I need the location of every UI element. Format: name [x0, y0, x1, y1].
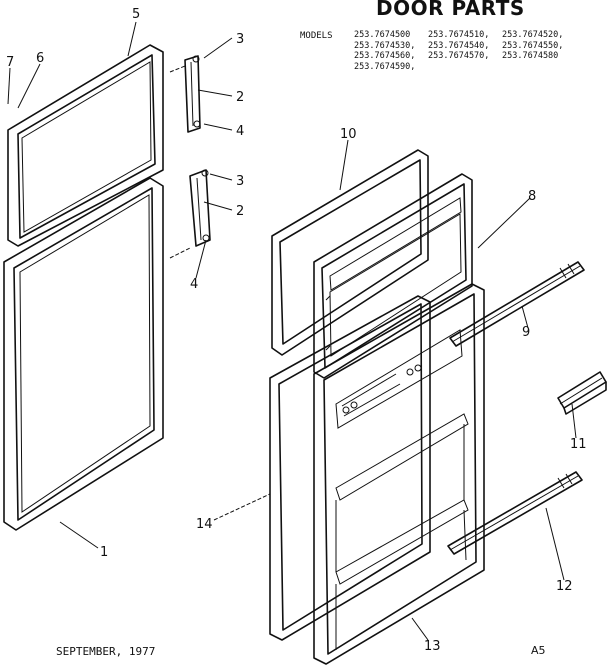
callout-4: 4 [190, 277, 198, 292]
callout-2: 2 [236, 90, 244, 105]
rail-end-cap [557, 371, 607, 415]
leader-lines [7, 21, 577, 641]
fresh-food-liner-gasket [269, 295, 431, 641]
model-number: 253.7674550, [502, 40, 564, 51]
callout-4: 4 [236, 124, 244, 139]
callout-10: 10 [340, 127, 357, 142]
fresh-food-door-liner [313, 283, 485, 665]
callout-12: 12 [556, 579, 573, 594]
callout-5: 5 [132, 7, 140, 22]
footer-page-number: A5 [531, 644, 546, 657]
shelf-rail-upper [449, 261, 585, 347]
footer-date: SEPTEMBER, 1977 [56, 645, 156, 658]
callout-13: 13 [424, 639, 441, 654]
freezer-door-liner [313, 173, 473, 379]
diagram-title: DOOR PARTS [376, 0, 525, 20]
freezer-liner-gasket [271, 149, 429, 356]
callout-6: 6 [36, 51, 44, 66]
lower-hinge [169, 169, 211, 259]
callout-3: 3 [236, 32, 244, 47]
callout-14: 14 [196, 517, 213, 532]
model-number: 253.7674570, [428, 51, 490, 61]
model-number: 253.7674590, [354, 61, 416, 72]
callout-3: 3 [236, 174, 244, 189]
callout-2: 2 [236, 204, 244, 219]
callout-9: 9 [522, 325, 530, 340]
model-number: 253.7674580 [502, 51, 559, 61]
callout-labels: 1 2 2 3 3 4 4 5 6 7 8 9 10 11 12 13 14 [6, 7, 587, 654]
callout-7: 7 [6, 55, 14, 70]
callout-1: 1 [100, 545, 108, 560]
model-number: 253.7674520, [502, 30, 564, 40]
callout-11: 11 [570, 437, 587, 452]
model-number: 253.7674510, [428, 30, 490, 40]
model-number: 253.7674530, [354, 40, 416, 51]
model-number: 253.7674540, [428, 40, 490, 51]
model-number: 253.7674500 [354, 30, 411, 40]
freezer-gasket [7, 44, 164, 247]
fresh-food-gasket [3, 177, 164, 531]
shelf-rail-lower [447, 471, 583, 555]
callout-8: 8 [528, 189, 536, 204]
models-label: MODELS [300, 31, 333, 41]
upper-hinge [169, 55, 201, 133]
model-number: 253.7674560, [354, 51, 416, 61]
